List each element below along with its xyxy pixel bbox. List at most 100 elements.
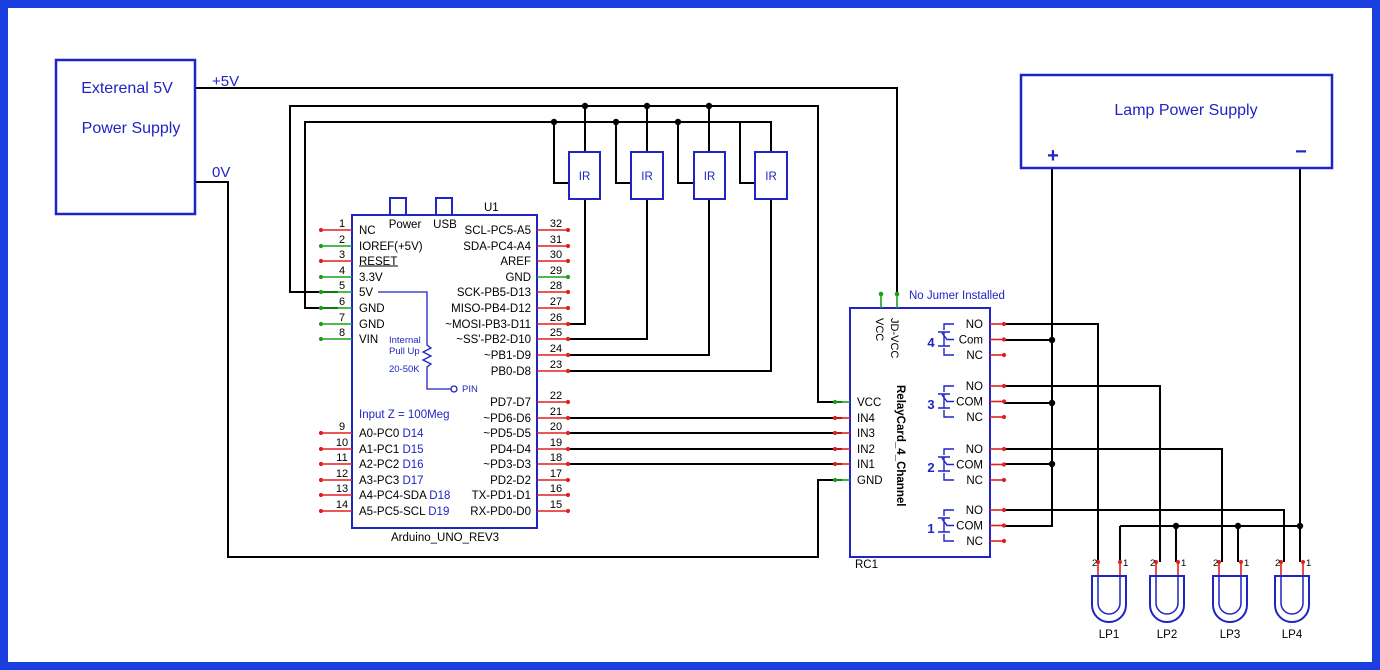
relay-input-in4[interactable]: IN4 xyxy=(832,413,876,425)
channel-number: 3 xyxy=(927,397,934,412)
arduino-right-pins: 32SCL-PC5-A531SDA-PC4-A430AREF29GND28SCK… xyxy=(445,218,571,518)
pin-name: PD2-D2 xyxy=(490,475,531,487)
pin-name: A1-PC1 D15 xyxy=(359,444,424,456)
contact-label: COM xyxy=(956,460,983,472)
lamp-pin1: 1 xyxy=(1181,558,1186,569)
pin-number: 2 xyxy=(339,234,345,246)
channel-number: 2 xyxy=(927,460,934,475)
pin-name: GND xyxy=(359,303,385,315)
relay-input-gnd[interactable]: GND xyxy=(832,475,883,487)
arduino-pin-9[interactable]: 9A0-PC0 D14 xyxy=(318,421,424,440)
lamp-pin1: 1 xyxy=(1306,558,1311,569)
ir-sensor-1[interactable]: IR xyxy=(568,151,601,200)
relay-input-in1[interactable]: IN1 xyxy=(832,459,875,471)
external-power-supply[interactable]: Exterenal 5V Power Supply xyxy=(54,58,197,216)
arduino-pin-25[interactable]: 25~SS'-PB2-D10 xyxy=(456,327,571,346)
arduino-pin-5[interactable]: 55V xyxy=(318,280,373,299)
pin-number: 17 xyxy=(550,468,562,480)
pin-name: ~PD5-D5 xyxy=(483,428,531,440)
pin-number: 6 xyxy=(339,296,345,308)
pin-number: 5 xyxy=(339,280,345,292)
ir-sensor-2[interactable]: IR xyxy=(630,151,664,200)
wires xyxy=(195,87,1301,562)
pin-name: TX-PD1-D1 xyxy=(472,490,531,502)
contact-label: NC xyxy=(966,412,983,424)
ir-sensor-4[interactable]: IR xyxy=(754,151,788,200)
pin-number: 32 xyxy=(550,218,562,230)
arduino-pin-20[interactable]: 20~PD5-D5 xyxy=(483,421,571,440)
lamp-power-supply[interactable]: Lamp Power Supply + − xyxy=(1019,73,1334,170)
arduino-pin-1[interactable]: 1NC xyxy=(318,218,376,237)
pin-number: 14 xyxy=(336,499,348,511)
contact-label: NC xyxy=(966,475,983,487)
contact-label: NO xyxy=(966,319,983,331)
ir-sensor-3[interactable]: IR xyxy=(693,151,726,200)
relay-top-vcc: VCC xyxy=(873,318,885,341)
filament-icon xyxy=(1280,576,1304,615)
contact-label: NC xyxy=(966,536,983,548)
pullup-line2: Pull Up xyxy=(389,346,420,357)
arduino-pin-24[interactable]: 24~PB1-D9 xyxy=(484,343,571,362)
zero-volt-label: 0V xyxy=(212,164,230,181)
contact-label: COM xyxy=(956,521,983,533)
relay-input-in3[interactable]: IN3 xyxy=(832,428,875,440)
pin-number: 26 xyxy=(550,312,562,324)
relay-input-in2[interactable]: IN2 xyxy=(832,444,875,456)
relay-input-label: IN2 xyxy=(857,444,875,456)
arduino-uno[interactable]: Power USB U1 Arduino_UNO_REV3 Input Z = … xyxy=(351,197,538,544)
pin-name: VIN xyxy=(359,334,378,346)
pin-name: GND xyxy=(359,319,385,331)
input-z-label: Input Z = 100Meg xyxy=(359,409,449,421)
arduino-pin-21[interactable]: 21~PD6-D6 xyxy=(483,406,571,425)
pin-name: IOREF(+5V) xyxy=(359,241,423,253)
power-tab-label: Power xyxy=(389,219,422,231)
relay-name: RelayCard_4_Channel xyxy=(894,385,906,506)
ext-supply-line1: Exterenal 5V xyxy=(81,80,173,97)
pin-number: 22 xyxy=(550,390,562,402)
pin-number: 9 xyxy=(339,421,345,433)
lamp-pin2: 2 xyxy=(1150,558,1155,569)
arduino-pin-18[interactable]: 18~PD3-D3 xyxy=(483,452,571,471)
relay-input-vcc[interactable]: VCC xyxy=(832,397,881,409)
arduino-pin-26[interactable]: 26~MOSI-PB3-D11 xyxy=(445,312,571,331)
pin-name: PB0-D8 xyxy=(491,366,531,378)
lamp-pin1: 1 xyxy=(1244,558,1249,569)
pin-name: PD4-D4 xyxy=(490,444,532,456)
pin-name: ~PD6-D6 xyxy=(483,413,531,425)
filament-icon xyxy=(1155,576,1179,615)
power-jack xyxy=(389,197,407,216)
relay-card[interactable]: RC1 No Jumer Installed VCC JD-VCC RelayC… xyxy=(849,290,1005,571)
arduino-pin-4[interactable]: 43.3V xyxy=(318,265,383,284)
